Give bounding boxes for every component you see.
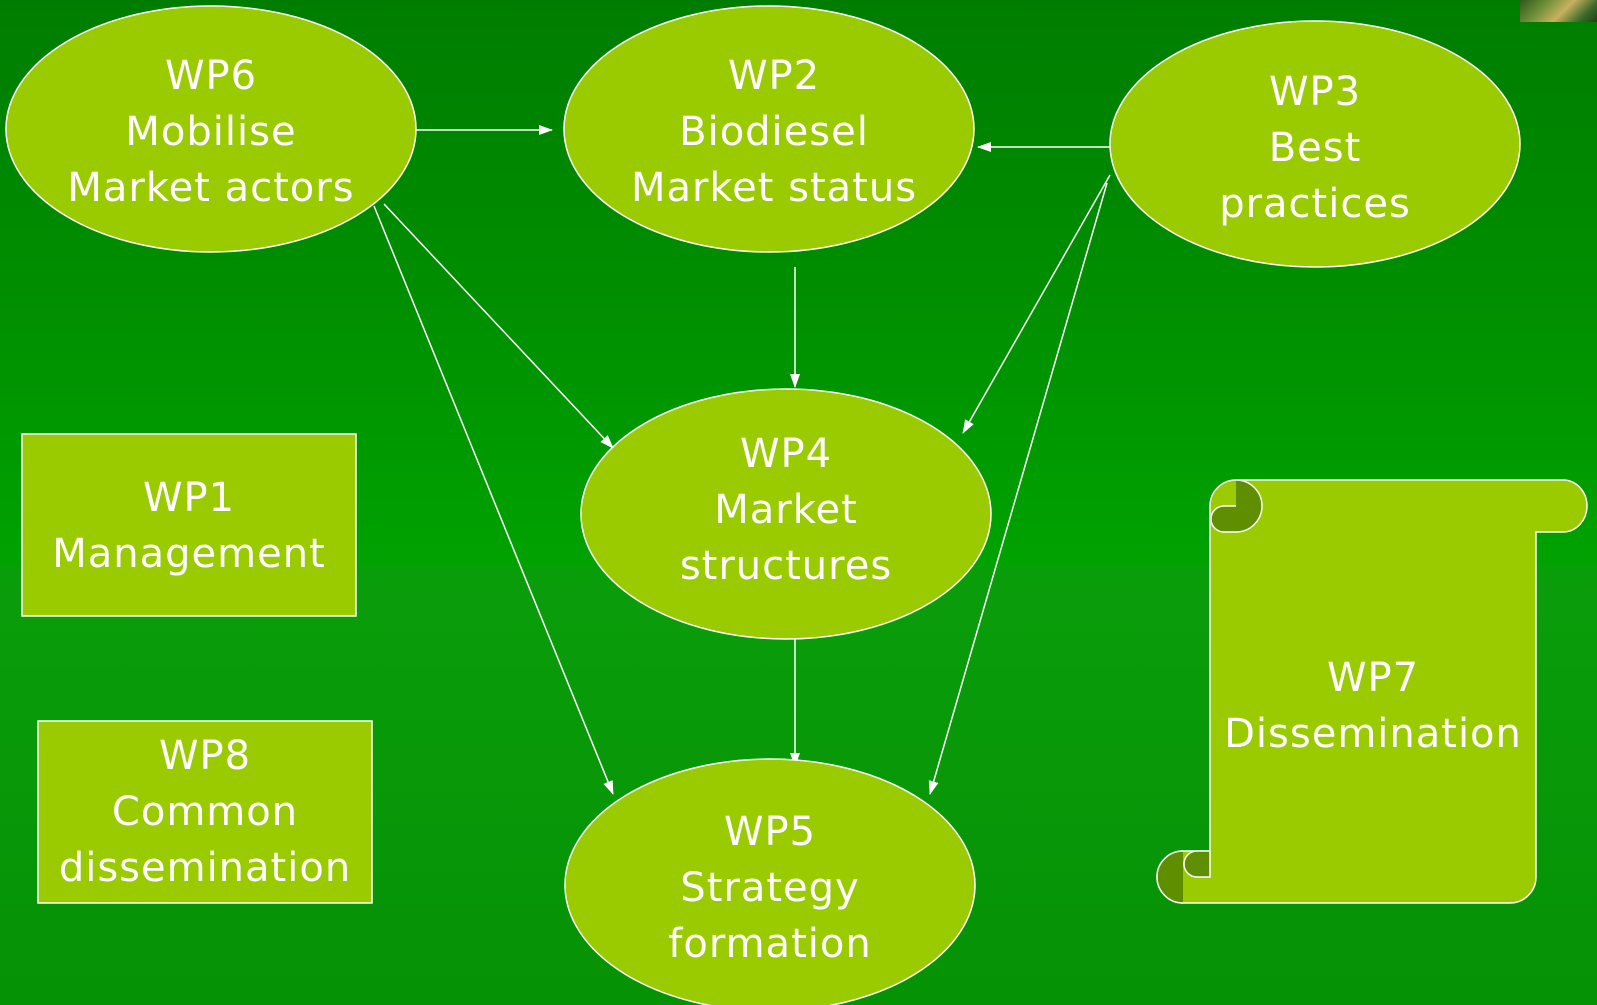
node-wp8-line-3: dissemination [58,845,352,891]
node-wp3-line-2: Best [1268,125,1362,171]
node-wp2-line-2: Biodiesel [679,109,869,155]
node-wp1-line-1: WP1 [142,475,236,521]
edges [373,125,1111,795]
node-wp4-label: WP4 Market structures [636,426,936,594]
node-wp1-shape [21,433,357,617]
node-wp6-label: WP6 Mobilise Market actors [56,48,366,216]
node-wp2-label: WP2 Biodiesel Market status [614,48,934,216]
edge-wp6-wp4 [383,203,614,449]
node-wp7-line-2: Dissemination [1224,711,1522,757]
node-wp3-line-3: practices [1219,181,1411,227]
node-wp4-shape [580,388,992,640]
node-wp6-shape [5,5,417,253]
node-wp3-line-1: WP3 [1268,69,1362,115]
node-wp7-label: WP7 Dissemination [1210,650,1536,762]
node-wp5-line-3: formation [668,921,872,967]
node-wp6-line-3: Market actors [67,165,355,211]
node-wp2-line-3: Market status [630,165,918,211]
node-wp2-shape [563,5,975,253]
node-wp8-shape [37,720,373,904]
edge-wp3-wp4 [962,174,1111,434]
node-wp8-line-2: Common [111,789,299,835]
node-wp4-line-3: structures [679,543,893,589]
scroll-bottom-curl [1156,850,1211,904]
node-wp6-line-2: Mobilise [125,109,297,155]
node-wp3-shape [1109,20,1521,268]
node-wp8-line-1: WP8 [158,733,252,779]
node-wp5-line-2: Strategy [680,865,860,911]
node-wp2-line-1: WP2 [727,53,821,99]
node-wp7-line-1: WP7 [1326,655,1420,701]
node-wp4-line-1: WP4 [739,431,833,477]
node-wp3-label: WP3 Best practices [1170,64,1460,232]
node-wp6-line-1: WP6 [164,53,258,99]
node-wp7-scroll-shape [1156,479,1588,904]
node-wp4-line-2: Market [714,487,858,533]
node-wp5-line-1: WP5 [723,809,817,855]
edge-wp3-wp5 [928,182,1108,795]
scroll-top-curl [1210,479,1263,533]
edge-wp6-wp5 [373,205,614,795]
node-wp1-line-2: Management [52,531,326,577]
corner-photo-thumbnail [1520,0,1597,22]
node-wp5-label: WP5 Strategy formation [620,804,920,972]
node-wp1-label: WP1 Management [22,470,356,582]
node-wp8-label: WP8 Common dissemination [38,728,372,896]
node-wp5-shape [564,758,976,1005]
